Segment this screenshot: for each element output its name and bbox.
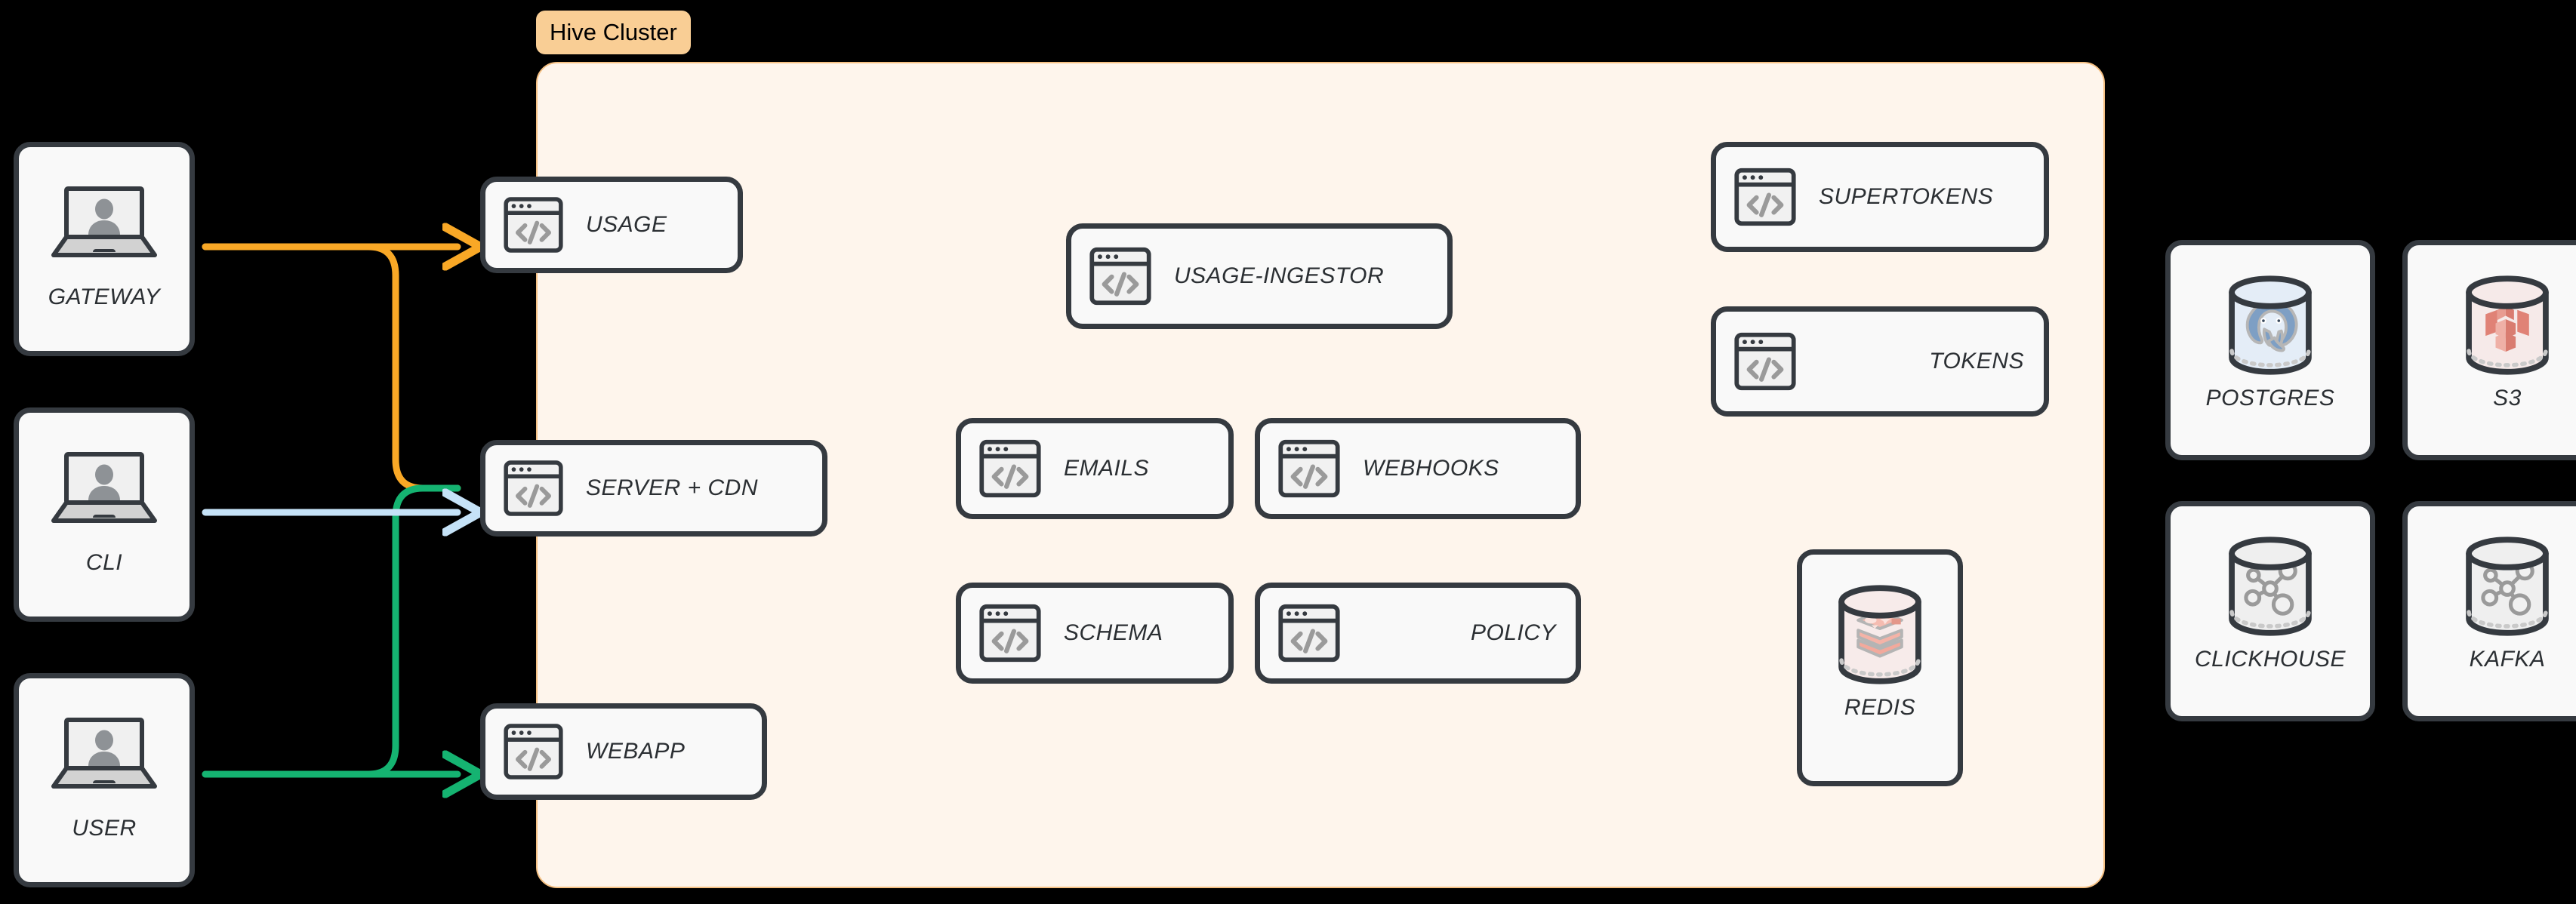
service-node-server-cdn[interactable]: SERVER + CDN bbox=[480, 440, 827, 537]
code-window-icon bbox=[979, 439, 1041, 498]
laptop-user-icon bbox=[48, 447, 161, 529]
service-node-tokens[interactable]: TOKENS bbox=[1711, 306, 2049, 417]
redis-cylinder-icon bbox=[1838, 585, 1921, 684]
node-cli[interactable]: CLI bbox=[14, 407, 195, 622]
service-label-usage-ingestor: USAGE-INGESTOR bbox=[1174, 263, 1385, 288]
service-label-supertokens: SUPERTOKENS bbox=[1819, 184, 1994, 209]
hive-cluster-badge: Hive Cluster bbox=[536, 11, 691, 54]
code-window-icon bbox=[1734, 168, 1796, 226]
nodes-cylinder-icon bbox=[2460, 537, 2554, 636]
service-label-server-cdn: SERVER + CDN bbox=[586, 475, 759, 500]
code-window-icon bbox=[504, 460, 563, 516]
postgres-cylinder-icon bbox=[2223, 275, 2317, 375]
code-window-icon bbox=[504, 724, 563, 779]
redis-cylinder-icon bbox=[1833, 585, 1927, 684]
node-label-s3: S3 bbox=[2493, 386, 2522, 410]
code-window-icon bbox=[1734, 332, 1796, 391]
code-window-icon bbox=[1734, 168, 1796, 226]
service-label-webapp: WEBAPP bbox=[586, 739, 686, 764]
code-window-icon bbox=[1734, 332, 1796, 391]
node-gateway[interactable]: GATEWAY bbox=[14, 142, 195, 356]
service-node-supertokens[interactable]: SUPERTOKENS bbox=[1711, 142, 2049, 252]
postgres-cylinder-icon bbox=[2229, 275, 2312, 375]
node-label-redis: REDIS bbox=[1844, 695, 1916, 720]
code-window-icon bbox=[979, 604, 1041, 663]
code-window-icon bbox=[1278, 439, 1340, 498]
laptop-user-icon bbox=[48, 713, 161, 795]
node-label-kafka: KAFKA bbox=[2469, 647, 2546, 672]
laptop-user-icon bbox=[48, 182, 161, 263]
node-label-postgres: POSTGRES bbox=[2205, 386, 2335, 410]
code-window-icon bbox=[1089, 247, 1151, 306]
service-node-usage-ingestor[interactable]: USAGE-INGESTOR bbox=[1066, 223, 1453, 329]
wire-user-to-server-cdn bbox=[202, 484, 461, 778]
s3-cylinder-icon bbox=[2460, 275, 2554, 375]
node-clickhouse[interactable]: CLICKHOUSE bbox=[2165, 501, 2375, 721]
code-window-icon bbox=[979, 439, 1041, 498]
service-node-emails[interactable]: EMAILS bbox=[956, 418, 1234, 519]
node-label-gateway: GATEWAY bbox=[48, 284, 161, 309]
code-window-icon bbox=[1278, 604, 1340, 663]
node-s3[interactable]: S3 bbox=[2402, 240, 2576, 460]
nodes-cylinder-icon bbox=[2229, 537, 2312, 636]
code-window-icon bbox=[504, 197, 563, 253]
service-label-schema: SCHEMA bbox=[1064, 620, 1163, 645]
service-label-webhooks: WEBHOOKS bbox=[1363, 456, 1499, 481]
service-label-policy: POLICY bbox=[1470, 620, 1556, 645]
code-window-icon bbox=[1278, 604, 1340, 663]
laptop-user-icon bbox=[51, 186, 157, 257]
nodes-cylinder-icon bbox=[2223, 537, 2317, 636]
service-node-policy[interactable]: POLICY bbox=[1255, 583, 1581, 684]
service-node-webhooks[interactable]: WEBHOOKS bbox=[1255, 418, 1581, 519]
code-window-icon bbox=[979, 604, 1041, 663]
wire-gateway-to-server-cdn bbox=[202, 243, 461, 492]
service-node-usage[interactable]: USAGE bbox=[480, 177, 743, 273]
node-label-user: USER bbox=[72, 816, 137, 841]
node-postgres[interactable]: POSTGRES bbox=[2165, 240, 2375, 460]
laptop-user-icon bbox=[51, 452, 157, 523]
node-user[interactable]: USER bbox=[14, 673, 195, 887]
node-label-cli: CLI bbox=[85, 550, 123, 575]
code-window-icon bbox=[504, 197, 563, 253]
node-kafka[interactable]: KAFKA bbox=[2402, 501, 2576, 721]
service-label-emails: EMAILS bbox=[1064, 456, 1150, 481]
s3-cylinder-icon bbox=[2466, 275, 2549, 375]
code-window-icon bbox=[1089, 247, 1151, 306]
node-redis[interactable]: REDIS bbox=[1797, 549, 1963, 786]
nodes-cylinder-icon bbox=[2466, 537, 2549, 636]
code-window-icon bbox=[1278, 439, 1340, 498]
code-window-icon bbox=[504, 460, 563, 516]
service-label-usage: USAGE bbox=[586, 212, 667, 237]
code-window-icon bbox=[504, 724, 563, 779]
service-label-tokens: TOKENS bbox=[1929, 349, 2024, 374]
service-node-schema[interactable]: SCHEMA bbox=[956, 583, 1234, 684]
laptop-user-icon bbox=[51, 718, 157, 789]
service-node-webapp[interactable]: WEBAPP bbox=[480, 703, 767, 800]
node-label-clickhouse: CLICKHOUSE bbox=[2194, 647, 2346, 672]
